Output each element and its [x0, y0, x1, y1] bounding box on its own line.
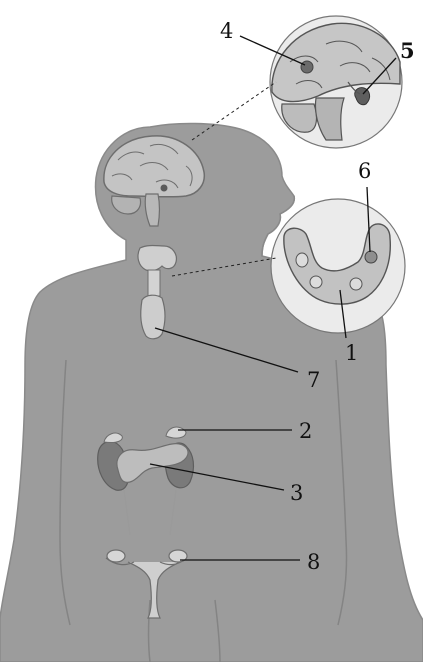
parathyroid-lower-left — [310, 276, 322, 288]
parathyroid-upper-right — [365, 251, 377, 263]
label-5: 5 — [400, 38, 415, 63]
brain-inset — [270, 16, 402, 148]
label-6: 6 — [358, 159, 371, 183]
label-4: 4 — [220, 19, 233, 43]
label-2: 2 — [299, 419, 312, 443]
thyroid-small — [138, 246, 176, 271]
trachea — [148, 270, 160, 296]
label-3: 3 — [290, 481, 303, 505]
label-8: 8 — [307, 550, 320, 574]
parathyroid-upper-left — [296, 253, 308, 267]
label-1: 1 — [345, 341, 358, 365]
left-ovary — [107, 550, 125, 562]
pituitary-small — [161, 185, 168, 192]
inset-cerebellum — [282, 104, 317, 132]
parathyroid-lower-right — [350, 278, 362, 290]
thymus — [141, 295, 165, 339]
label-7: 7 — [307, 368, 320, 392]
thyroid-inset — [271, 199, 405, 333]
pineal-gland — [301, 61, 313, 73]
